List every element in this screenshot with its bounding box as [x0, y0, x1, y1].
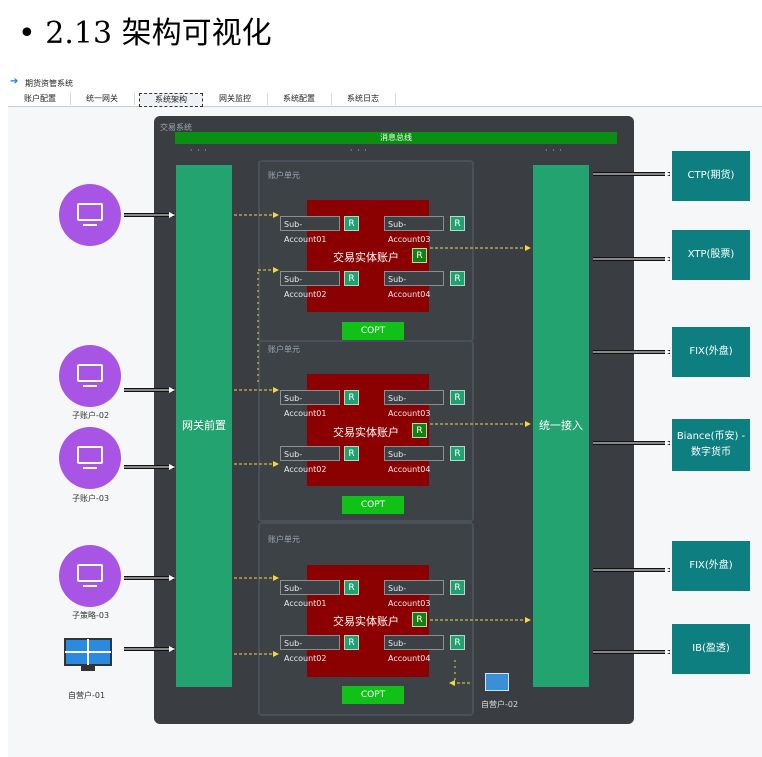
account-unit-label: 账户单元	[268, 345, 300, 354]
entity-label: 交易实体账户	[333, 251, 399, 264]
trade-system-label: 交易系统	[160, 123, 192, 132]
gateway-front-label: 网关前置	[182, 419, 226, 432]
external-fix[interactable]: FIX(外盘)	[672, 327, 750, 377]
external-ib[interactable]: IB(盈透)	[672, 624, 750, 674]
r-badge[interactable]: R	[344, 390, 359, 405]
tab-system-log[interactable]: 系统日志	[331, 93, 396, 105]
external-xtp[interactable]: XTP(股票)	[672, 230, 750, 280]
r-badge[interactable]: R	[450, 271, 465, 286]
window-title: 期货资管系统	[25, 79, 73, 88]
r-badge[interactable]: R	[344, 216, 359, 231]
sub-account-01[interactable]: Sub-Account01	[280, 216, 340, 244]
sub-account-02[interactable]: Sub-Account02	[280, 635, 340, 663]
monitor-icon[interactable]	[485, 673, 509, 691]
client-node[interactable]	[59, 345, 121, 407]
monitor-icon	[77, 203, 103, 226]
tab-account-config[interactable]: 账户配置	[10, 93, 71, 105]
bus-connector: · · ·	[350, 146, 368, 155]
client-node[interactable]	[59, 184, 121, 246]
r-badge[interactable]: R	[450, 580, 465, 595]
bus-connector: · · ·	[190, 146, 208, 155]
sub-account-04[interactable]: Sub-Account04	[384, 271, 444, 299]
r-badge[interactable]: R	[450, 635, 465, 650]
entity-label: 交易实体账户	[333, 615, 399, 628]
sub-account-03[interactable]: Sub-Account03	[384, 216, 444, 244]
app-arrow-icon: ➔	[10, 76, 19, 87]
external-fix[interactable]: FIX(外盘)	[672, 541, 750, 591]
inner-client-label: 自营户-02	[481, 700, 519, 709]
r-badge[interactable]: R	[344, 446, 359, 461]
unified-access[interactable]: 统一接入	[533, 165, 589, 687]
client-node[interactable]	[59, 427, 121, 489]
r-badge[interactable]: R	[344, 635, 359, 650]
sub-account-01[interactable]: Sub-Account01	[280, 580, 340, 608]
client-label: 子账户-02	[72, 411, 110, 420]
r-badge[interactable]: R	[344, 271, 359, 286]
tab-bar: 账户配置 统一网关 系统架构 网关监控 系统配置 系统日志	[8, 92, 762, 107]
r-badge[interactable]: R	[450, 390, 465, 405]
slide-title: • 2.13 架构可视化	[18, 16, 272, 51]
gateway-front[interactable]: 网关前置	[176, 165, 232, 687]
sub-account-02[interactable]: Sub-Account02	[280, 271, 340, 299]
account-unit-label: 账户单元	[268, 535, 300, 544]
entity-label: 交易实体账户	[333, 426, 399, 439]
tab-system-architecture[interactable]: 系统架构	[139, 93, 203, 107]
sub-account-04[interactable]: Sub-Account04	[384, 446, 444, 474]
r-badge[interactable]: R	[412, 612, 427, 627]
monitor-icon	[77, 564, 103, 587]
r-badge[interactable]: R	[344, 580, 359, 595]
sub-account-03[interactable]: Sub-Account03	[384, 390, 444, 418]
copt-button[interactable]: COPT	[342, 322, 404, 340]
r-badge[interactable]: R	[412, 248, 427, 263]
monitor-icon	[64, 638, 112, 671]
unified-access-label: 统一接入	[539, 419, 583, 432]
tab-unified-gateway[interactable]: 统一网关	[70, 93, 135, 105]
copt-button[interactable]: COPT	[342, 496, 404, 514]
client-label: 自营户-01	[68, 691, 106, 700]
sub-account-04[interactable]: Sub-Account04	[384, 635, 444, 663]
client-label: 子账户-03	[72, 494, 110, 503]
sub-account-01[interactable]: Sub-Account01	[280, 390, 340, 418]
sub-account-03[interactable]: Sub-Account03	[384, 580, 444, 608]
account-unit-label: 账户单元	[268, 171, 300, 180]
r-badge[interactable]: R	[450, 446, 465, 461]
bus-connector: · · ·	[545, 146, 563, 155]
workstation-node[interactable]	[63, 637, 113, 673]
client-node[interactable]	[59, 545, 121, 607]
external-biance[interactable]: Biance(币安) -数字货币	[672, 419, 750, 471]
monitor-icon	[77, 446, 103, 469]
sub-account-02[interactable]: Sub-Account02	[280, 446, 340, 474]
client-label: 子策略-03	[72, 611, 110, 620]
copt-button[interactable]: COPT	[342, 686, 404, 704]
window-titlebar: ➔ 期货资管系统	[8, 74, 762, 92]
tab-system-config[interactable]: 系统配置	[267, 93, 332, 105]
tab-gateway-monitor[interactable]: 网关监控	[203, 93, 268, 105]
r-badge[interactable]: R	[450, 216, 465, 231]
message-bus[interactable]: 消息总线	[175, 132, 617, 144]
external-ctp[interactable]: CTP(期货)	[672, 151, 750, 201]
r-badge[interactable]: R	[412, 423, 427, 438]
monitor-icon	[77, 364, 103, 387]
